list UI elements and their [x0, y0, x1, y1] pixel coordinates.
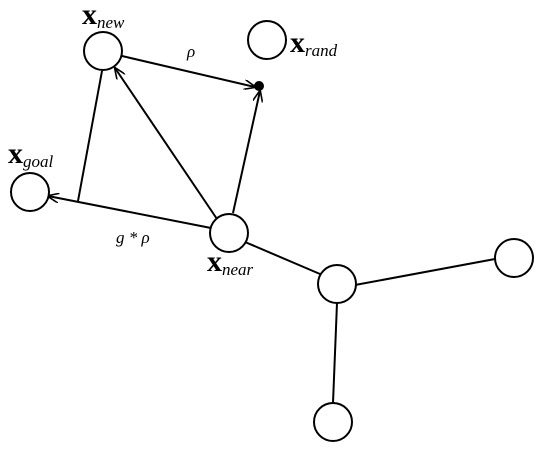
edge-branch-to-bottom [332, 302, 338, 404]
node-right [494, 238, 534, 278]
label-x-rand: xrand [290, 26, 338, 60]
edges [48, 55, 496, 404]
nodes [10, 20, 534, 442]
node-x-near [209, 213, 249, 253]
edge-near-to-goal [48, 196, 212, 229]
label-g-rho: g * ρ [116, 228, 150, 247]
node-x-goal [10, 172, 50, 212]
node-x-rand [247, 20, 287, 60]
node-x-new [83, 31, 123, 71]
label-rho: ρ [186, 42, 195, 61]
label-x-near: xnear [207, 245, 254, 279]
label-x-goal: xgoal [8, 137, 54, 171]
labels: xnew xrand xgoal xnear ρ g * ρ [8, 0, 338, 279]
edge-new-to-rand-point [121, 55, 255, 87]
edge-near-to-branch [244, 241, 321, 275]
edge-goal-line-to-new [77, 70, 103, 202]
node-bottom [313, 402, 353, 442]
label-x-new: xnew [82, 0, 125, 32]
edge-near-to-rand-point [232, 91, 260, 214]
node-branch [317, 264, 357, 304]
edge-near-to-new [115, 68, 218, 220]
edge-branch-to-right [354, 258, 496, 286]
rand-point [254, 81, 264, 91]
